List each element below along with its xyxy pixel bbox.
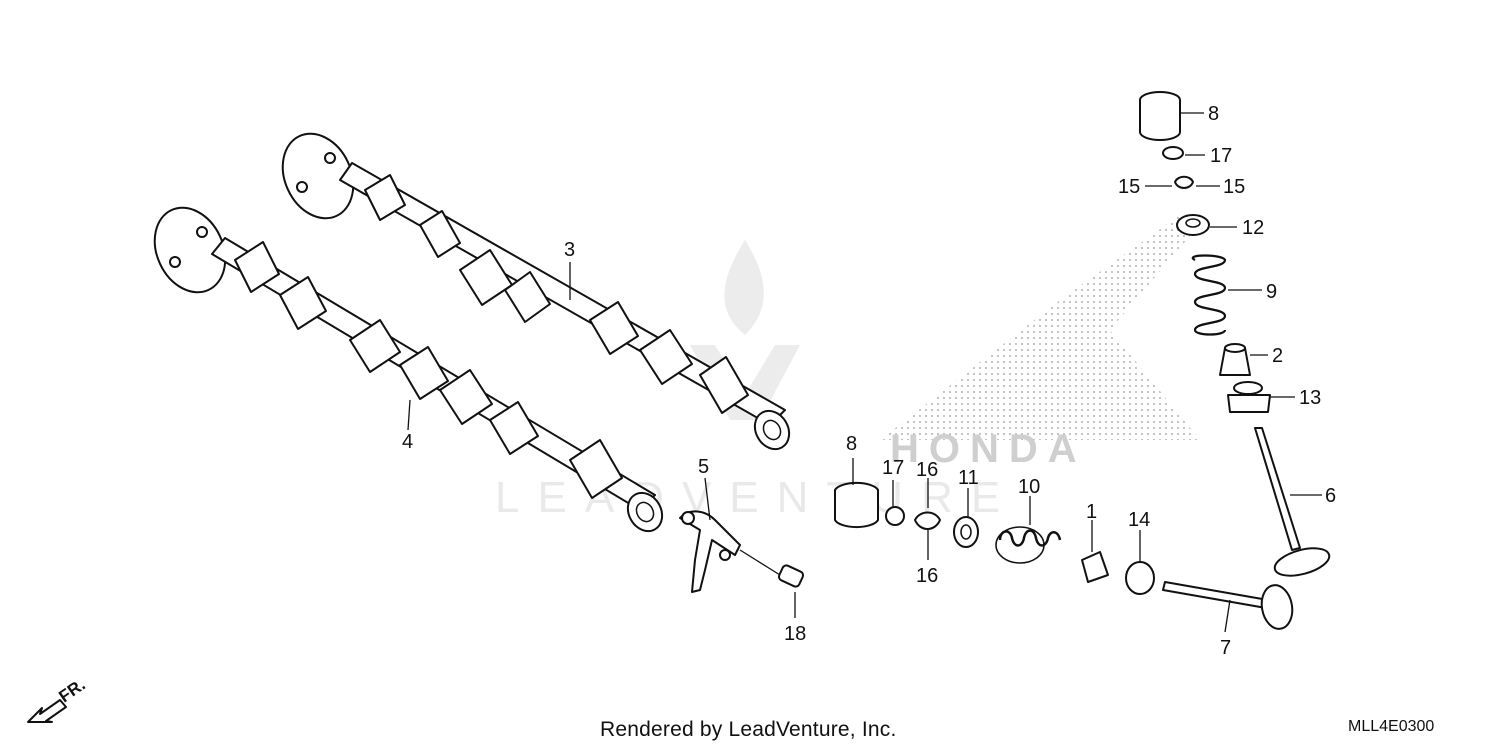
callout-1: 1 (1086, 501, 1097, 523)
callout-17-upper: 17 (1210, 145, 1232, 167)
spring-retainer-lower (953, 516, 979, 548)
callout-15-right: 15 (1223, 176, 1245, 198)
callout-2: 2 (1272, 345, 1283, 367)
camshaft-lower (153, 206, 664, 533)
render-credit: Rendered by LeadVenture, Inc. (600, 718, 897, 741)
cotters-lower (914, 511, 941, 530)
callout-6: 6 (1325, 485, 1336, 507)
valve-guide-seat-lower (1125, 561, 1155, 595)
camshaft-upper (281, 132, 791, 451)
honda-wing-watermark: HONDA (880, 215, 1200, 471)
diagram-code: MLL4E0300 (1348, 718, 1435, 735)
callout-14: 14 (1128, 509, 1150, 531)
cam-chain-guide-bracket (679, 510, 781, 593)
stem-seal-top (1219, 343, 1251, 376)
callout-7: 7 (1220, 637, 1231, 659)
valve-lifter-lower (834, 481, 879, 529)
exhaust-valve (1162, 581, 1294, 630)
callout-15-left: 15 (1118, 176, 1140, 198)
callout-16-upper: 16 (916, 459, 938, 481)
leader-lines (407, 112, 1322, 633)
shim-top (1162, 146, 1184, 160)
callout-4: 4 (402, 431, 413, 453)
valve-spring-lower (995, 526, 1062, 564)
front-direction-arrow: FR. (27, 675, 89, 723)
callout-18: 18 (784, 623, 806, 645)
valve-guide-seat-top (1227, 381, 1271, 413)
intake-valve (1254, 427, 1331, 577)
leadventure-watermark-text: LEADVENTURE (495, 473, 1018, 522)
callout-17-lower: 17 (882, 457, 904, 479)
honda-watermark-text: HONDA (890, 427, 1087, 471)
callout-13: 13 (1299, 387, 1321, 409)
callout-8-upper: 8 (1208, 103, 1219, 125)
callout-8-lower: 8 (846, 433, 857, 455)
spring-retainer-top (1176, 214, 1210, 236)
callout-9: 9 (1266, 281, 1277, 303)
flange-bolt (777, 564, 805, 588)
valve-lifter-top (1139, 91, 1181, 141)
callout-10: 10 (1018, 476, 1040, 498)
stem-seal-lower (1081, 551, 1109, 583)
callout-11: 11 (958, 467, 979, 489)
callout-5: 5 (698, 456, 709, 478)
callout-16-lower: 16 (916, 565, 938, 587)
callout-3: 3 (564, 239, 575, 261)
valve-spring-top (1191, 254, 1227, 336)
shim-lower (885, 506, 905, 526)
leadventure-watermark: LEADVENTURE (495, 240, 1018, 522)
callout-labels: 1 2 3 4 5 6 7 8 8 9 10 11 12 13 14 15 15… (402, 103, 1336, 659)
cotters-top (1174, 175, 1194, 189)
callout-12: 12 (1242, 217, 1264, 239)
